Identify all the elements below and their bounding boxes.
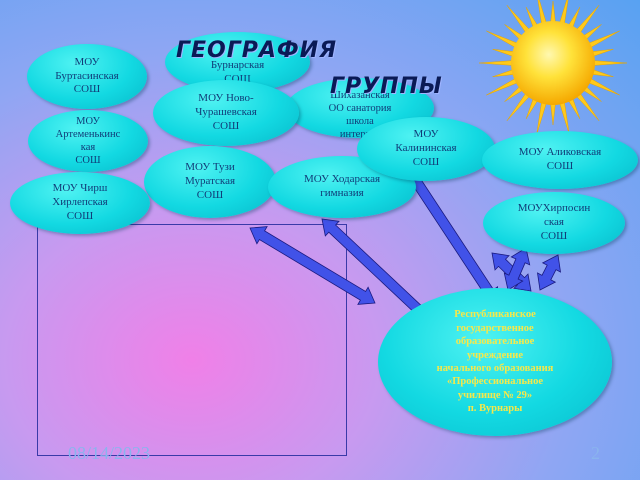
node-novo-churashevskaya: МОУ Ново- Чурашевская СОШ <box>153 80 299 146</box>
node-chirsh-khirlepskaya: МОУ Чирш Хирлепская СОШ <box>10 172 150 234</box>
node-college: Республиканское государственное образова… <box>378 288 612 436</box>
node-tuzi-muratskaya-label: МОУ Тузи Муратская СОШ <box>184 161 236 201</box>
node-novo-churashevskaya-label: МОУ Ново- Чурашевская СОШ <box>195 92 257 132</box>
content-frame <box>37 224 347 456</box>
slide-title-line1: ГЕОГРАФИЯ <box>176 38 338 63</box>
slide-number: 2 <box>591 443 600 463</box>
node-chirsh-khirlepskaya-label: МОУ Чирш Хирлепская СОШ <box>52 182 108 222</box>
node-alikovskaya: МОУ Аликовская СОШ <box>482 131 638 189</box>
double-arrow <box>408 171 499 305</box>
node-khodarskaya-label: МОУ Ходарская гимназия <box>303 173 381 199</box>
node-tuzi-muratskaya: МОУ Тузи Муратская СОШ <box>144 146 276 218</box>
double-arrow <box>249 226 376 305</box>
node-burtasinskaya-label: МОУ Буртасинская СОШ <box>55 55 119 96</box>
slide-date: 08/14/2023 <box>68 443 151 463</box>
node-kalininskaya: МОУ Калининская СОШ <box>357 117 495 181</box>
node-artemenkinskaya: МОУ Артеменькинс кая СОШ <box>28 110 148 172</box>
double-arrow <box>536 254 562 291</box>
node-alikovskaya-label: МОУ Аликовская СОШ <box>518 146 602 172</box>
node-college-label: Республиканское государственное образова… <box>436 309 554 415</box>
node-khirposinskaya-label: МОУХирпосин ская СОШ <box>517 202 591 242</box>
node-burtasinskaya: МОУ Буртасинская СОШ <box>27 44 147 109</box>
node-artemenkinskaya-label: МОУ Артеменькинс кая СОШ <box>55 115 121 167</box>
node-shikhazan-label: Шихазанская ОО санатория школа интернат <box>328 89 392 138</box>
node-kalininskaya-label: МОУ Калининская СОШ <box>395 128 457 168</box>
node-shikhazan: Шихазанская ОО санатория школа интернат <box>286 78 434 138</box>
node-khirposinskaya: МОУХирпосин ская СОШ <box>483 192 625 254</box>
slide-title-line2: ГРУППЫ <box>330 74 443 99</box>
